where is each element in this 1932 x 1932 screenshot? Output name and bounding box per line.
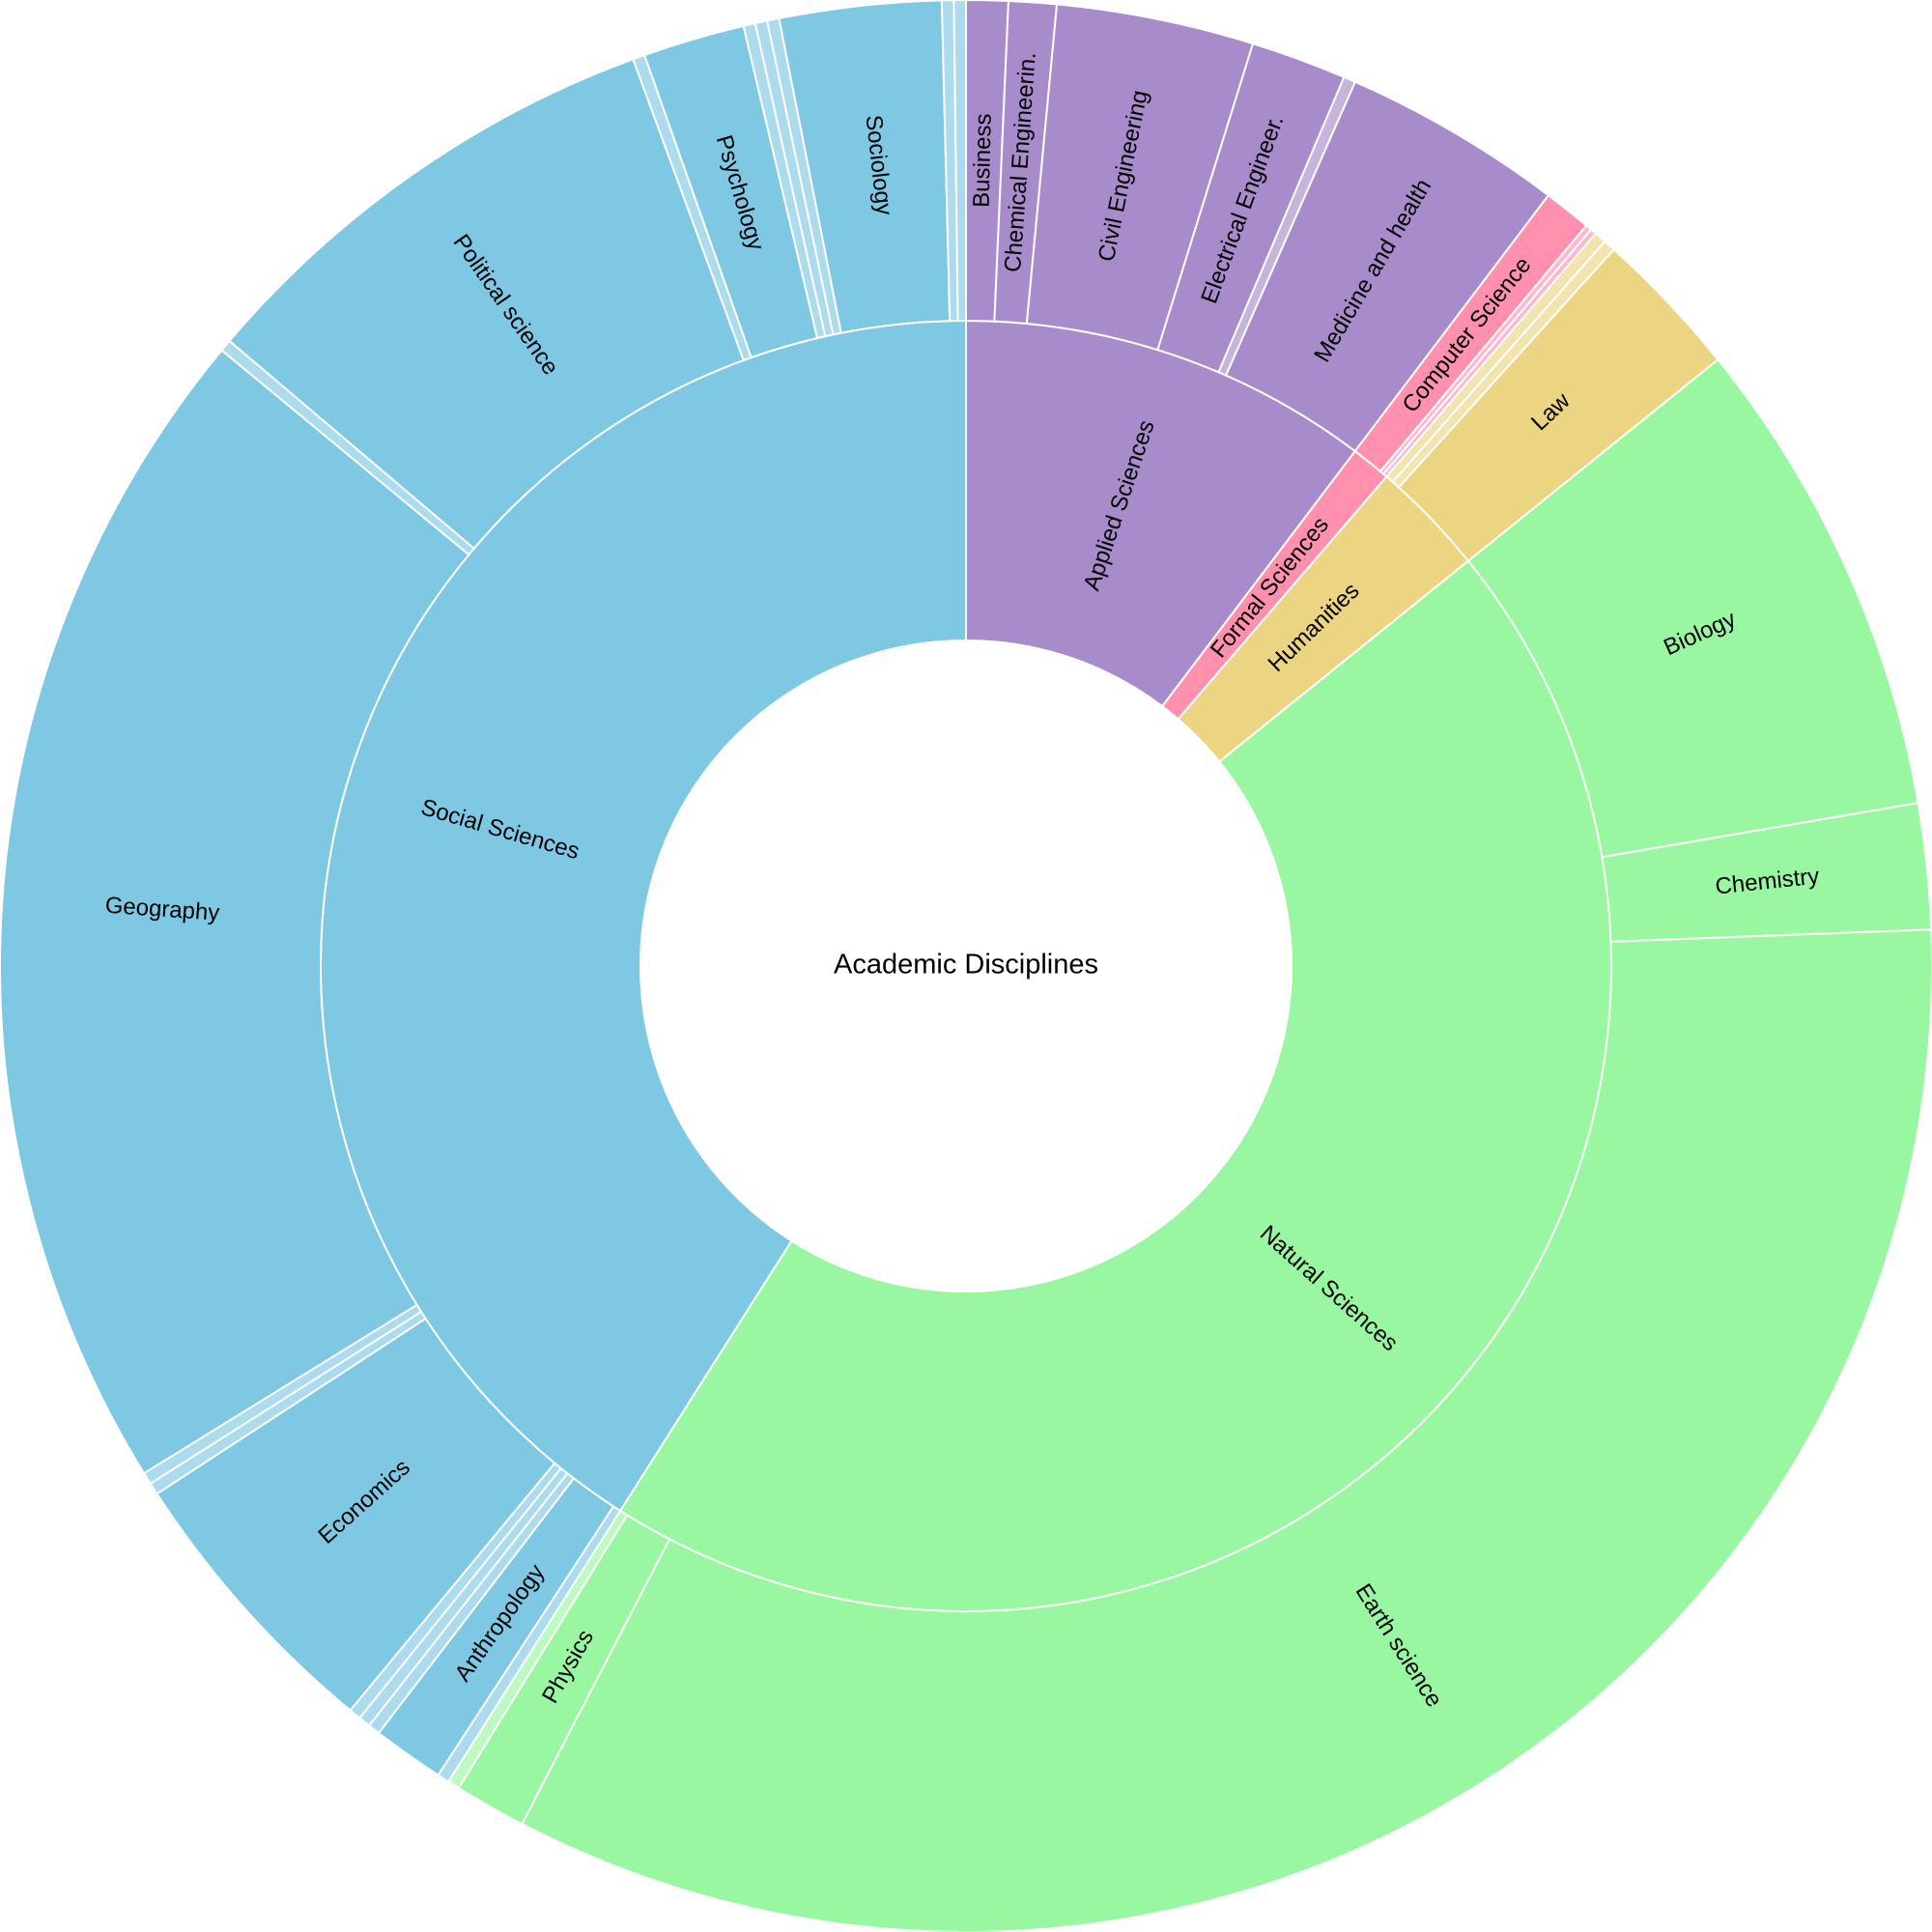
sector-unlabeled[interactable] <box>952 0 967 323</box>
chart-title: Academic Disciplines <box>834 950 1098 980</box>
sector-geography[interactable] <box>0 349 470 1475</box>
sector-label-business: Business <box>969 113 997 208</box>
sector-earth-science[interactable] <box>521 928 1932 1932</box>
